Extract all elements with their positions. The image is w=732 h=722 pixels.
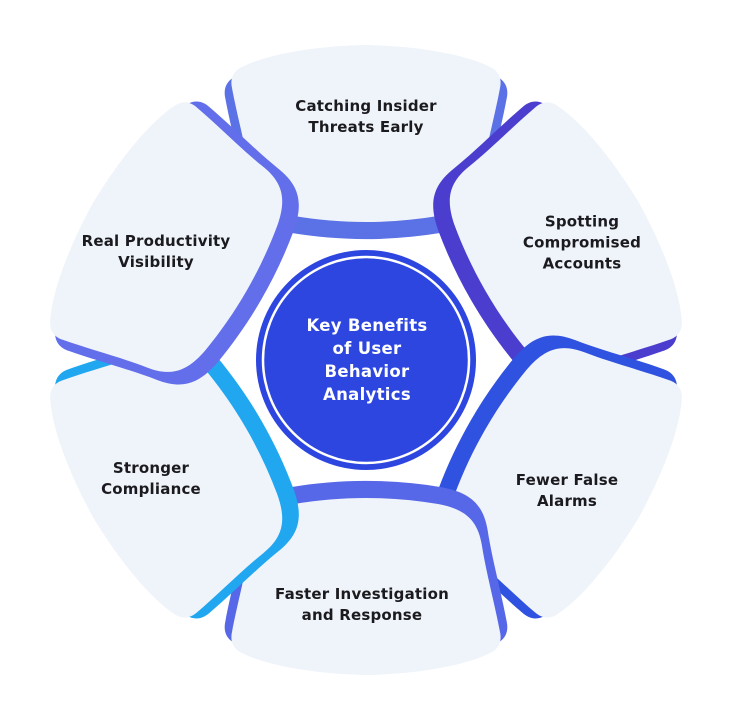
label-line: Threats Early — [308, 118, 424, 136]
label-line: Compliance — [101, 480, 201, 498]
label-line: and Response — [301, 606, 423, 624]
label-line: Accounts — [542, 254, 622, 273]
label-line: Visibility — [118, 253, 194, 271]
title-line: Key Benefits — [306, 316, 428, 335]
center-circle — [256, 250, 476, 470]
title-line: Behavior — [324, 362, 410, 381]
label-line: Spotting — [544, 212, 620, 231]
petal-label-catching-insider-threats: Catching Insider Threats Early — [295, 96, 437, 138]
label-line: Stronger — [112, 459, 190, 477]
center-circle-ring — [261, 255, 471, 465]
petal-label-stronger-compliance: Stronger Compliance — [101, 458, 201, 500]
title-line: of User — [332, 339, 402, 358]
title-line: Analytics — [323, 385, 411, 404]
petal-label-fewer-false-alarms: Fewer False Alarms — [516, 470, 618, 512]
label-line: Faster Investigation — [275, 585, 449, 603]
label-line: Fewer False — [515, 471, 619, 489]
petal-label-faster-investigation-response: Faster Investigation and Response — [275, 584, 449, 626]
label-line: Real Productivity — [81, 232, 231, 250]
petal-label-real-productivity-visibility: Real Productivity Visibility — [82, 231, 231, 273]
label-line: Catching Insider — [295, 97, 437, 115]
petal-label-spotting-compromised-accounts: Spotting Compromised Accounts — [523, 212, 641, 275]
label-line: Compromised — [522, 233, 642, 252]
diagram-title: Key Benefits of User Behavior Analytics — [306, 314, 427, 406]
label-line: Alarms — [536, 492, 598, 510]
